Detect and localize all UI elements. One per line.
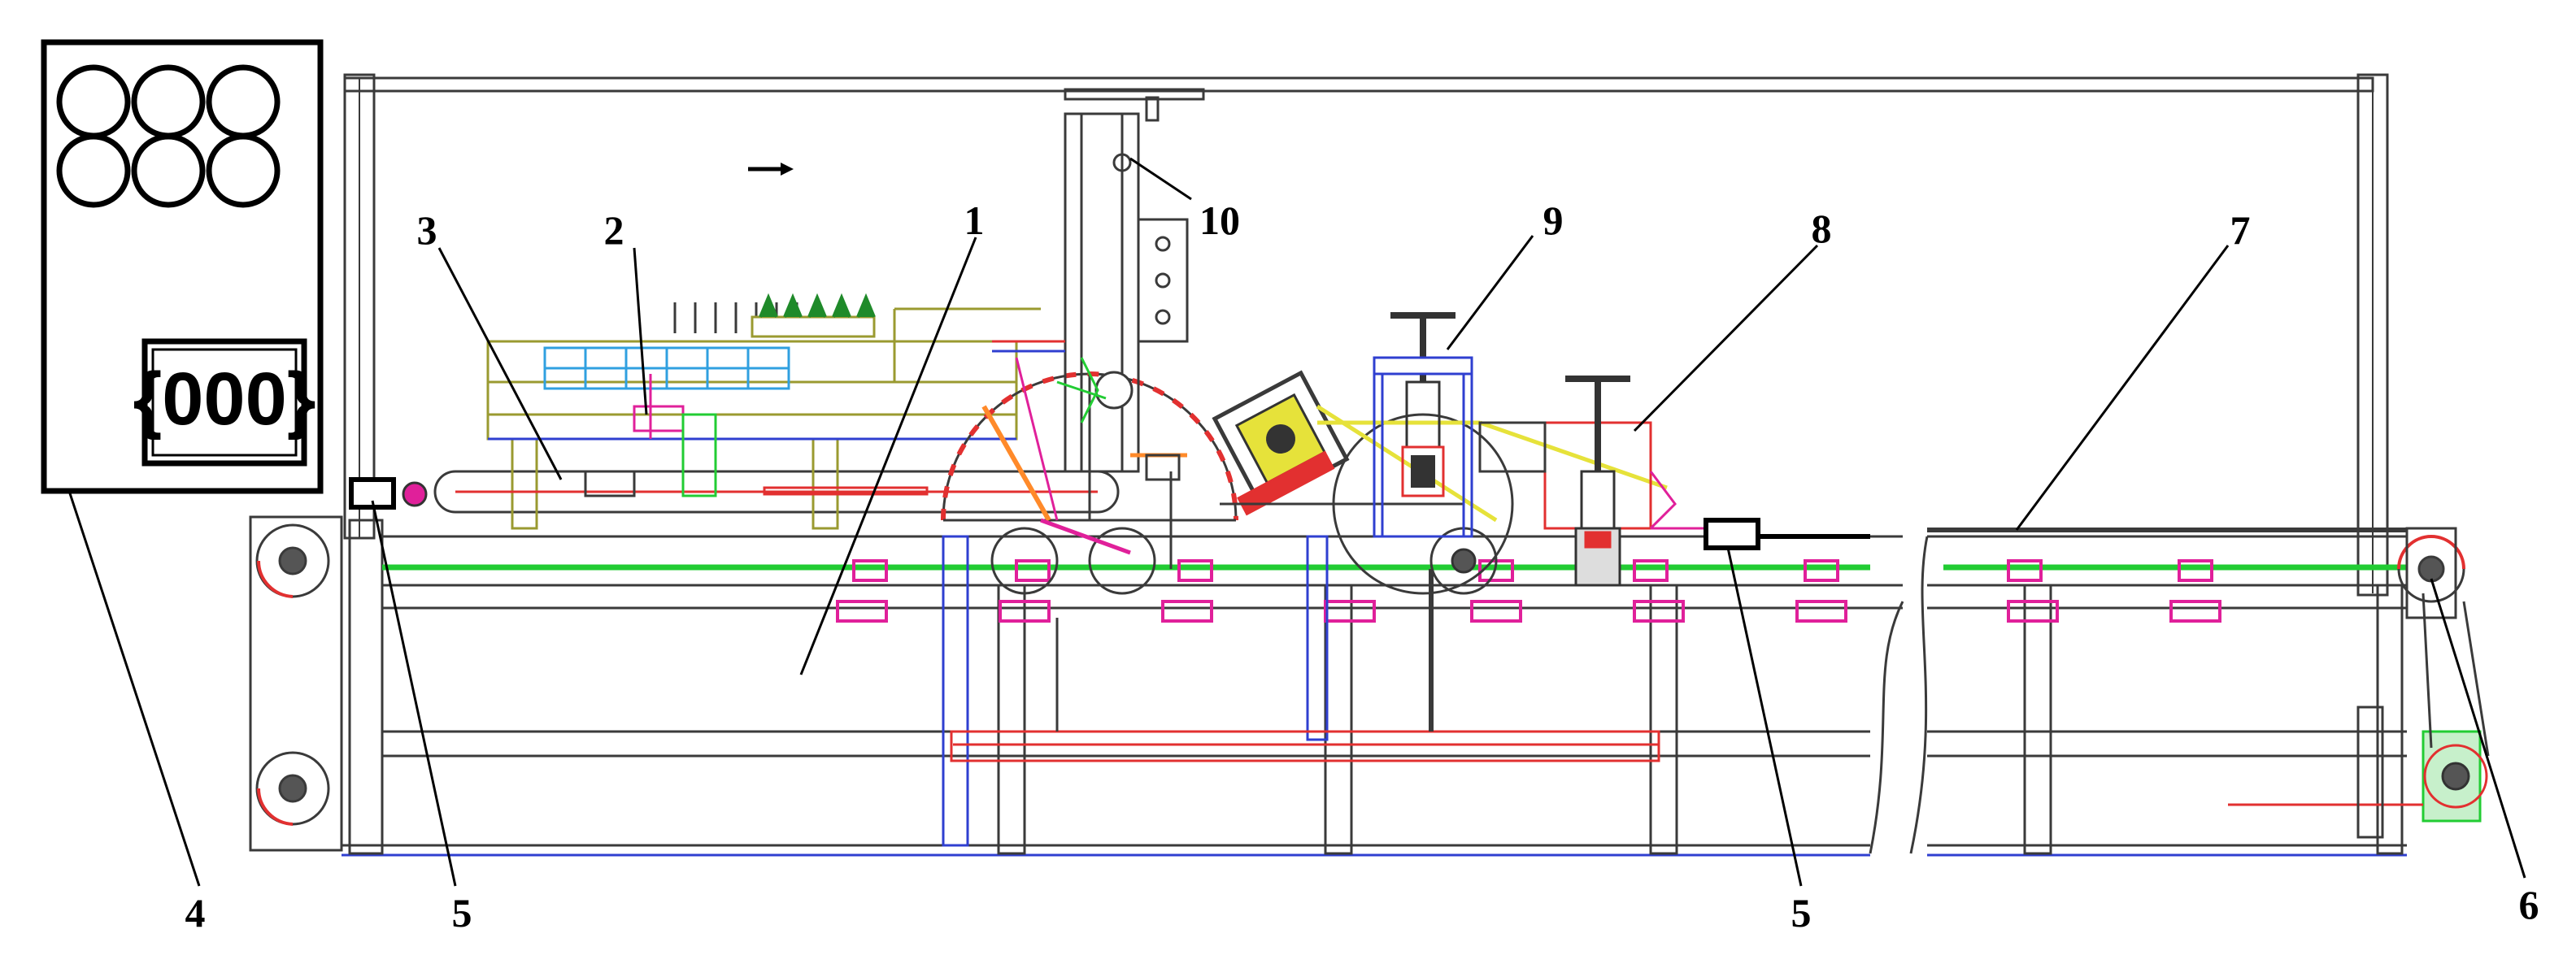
- tower-column: [1064, 88, 1205, 569]
- display-readout: {000}: [133, 358, 315, 441]
- callout-10: 10: [1199, 198, 1240, 243]
- callout-5-right: 5: [1791, 890, 1812, 936]
- press-station-9: [1373, 312, 1473, 538]
- machine-bed: [342, 519, 2407, 857]
- callout-9: 9: [1543, 198, 1564, 243]
- flow-direction-arrow-icon: [748, 163, 794, 176]
- callout-8: 8: [1812, 206, 1832, 251]
- conveyor-clamps: [836, 559, 2221, 623]
- button-circles: [56, 64, 281, 208]
- sensor-left: [349, 477, 428, 510]
- rotary-head: [1212, 370, 1668, 595]
- press-station-8: [1478, 376, 1708, 587]
- control-panel: {000}: [41, 39, 324, 494]
- callout-1: 1: [964, 198, 985, 243]
- drive-motor: [2228, 593, 2490, 839]
- callout-2: 2: [604, 207, 624, 253]
- bed-pipework: [942, 535, 1660, 847]
- magazine-grid: [543, 346, 790, 390]
- magazine-frame: [486, 307, 1041, 441]
- callout-7: 7: [2230, 207, 2251, 253]
- sensor-right: [1704, 518, 1870, 550]
- callout-4: 4: [185, 890, 206, 936]
- callout-3: 3: [417, 207, 437, 253]
- display-window: [141, 338, 307, 467]
- tower-bracket: [992, 340, 1107, 423]
- outer-frame: [343, 73, 2389, 597]
- left-pulley-stand: [249, 515, 343, 852]
- outfeed-conveyor: [1927, 527, 2465, 619]
- callout-5-left: 5: [452, 890, 472, 936]
- callout-leaders: [67, 157, 2526, 887]
- magazine-plants: [751, 293, 876, 338]
- gripper-assembly: [584, 374, 929, 497]
- callout-6: 6: [2519, 882, 2539, 927]
- infeed-rail: [433, 437, 1120, 530]
